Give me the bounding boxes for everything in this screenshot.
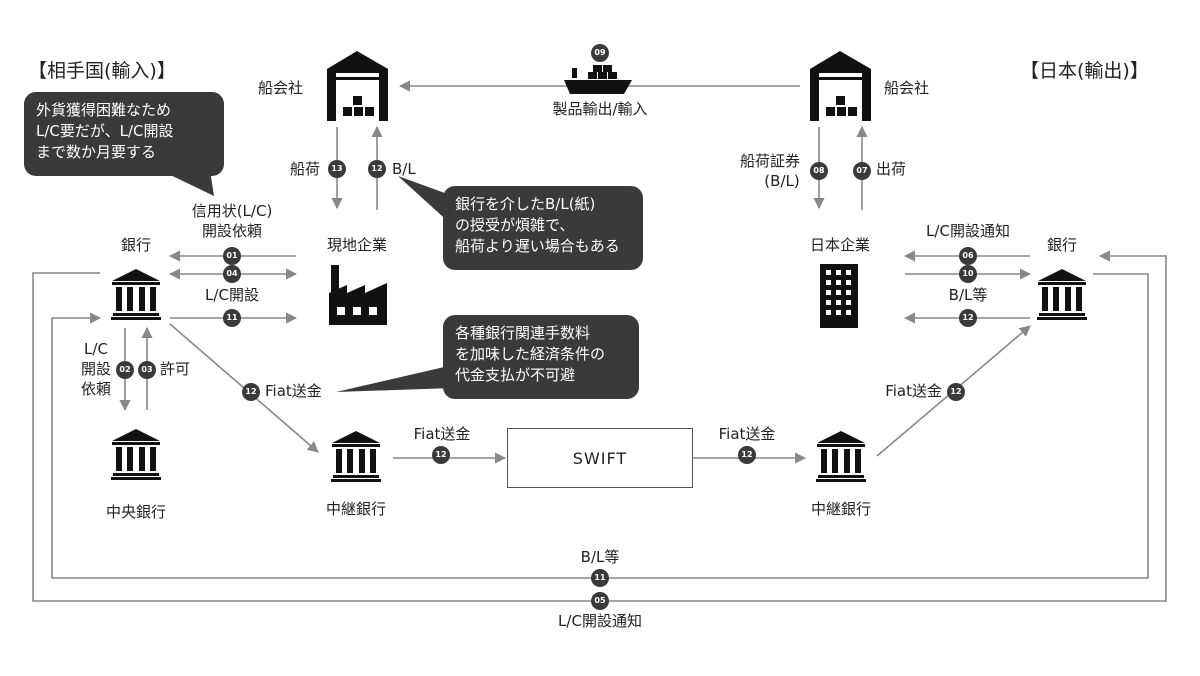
lc-req-central-line2: 開設 (80, 360, 112, 378)
step-badge: 12 (738, 446, 756, 464)
callout-fees-line: 各種銀行関連手数料 (455, 324, 591, 342)
bill-label-line1: 船荷証券 (739, 152, 801, 170)
bank-left-label: 銀行 (120, 236, 152, 254)
bank-right-label: 銀行 (1046, 236, 1078, 254)
export-import-label: 製品輸出/輸入 (552, 100, 648, 118)
relay-bank-left-label: 中継銀行 (325, 500, 387, 518)
lc-request-label-line2: 開設依頼 (201, 222, 263, 240)
bill-label-line2: (B/L) (764, 172, 800, 190)
fiat-3-label: Fiat送金 (718, 425, 776, 443)
bank-icon (331, 431, 381, 482)
fiat-2-label: Fiat送金 (413, 425, 471, 443)
step-badge: 12 (368, 160, 386, 178)
step-badge: 05 (591, 592, 609, 610)
bank-icon (111, 269, 161, 320)
cargo-label: 船荷 (289, 160, 320, 178)
bank-icon (816, 431, 866, 482)
step-badge: 03 (138, 361, 156, 379)
lc-req-central-line1: L/C (84, 340, 108, 358)
callout-bl-tail (398, 176, 453, 226)
step-badge: 11 (591, 569, 609, 587)
bank-icon (1037, 269, 1087, 320)
step-badge: 01 (223, 247, 241, 265)
bottom-notice-label: L/C開設通知 (558, 612, 642, 630)
bank-icon (111, 429, 161, 480)
lc-open-label: L/C開設 (205, 286, 259, 304)
callout-bl-paper: 銀行を介したB/L(紙) の授受が煩雑で、 船荷より遅い場合もある (443, 186, 643, 270)
callout-fees: 各種銀行関連手数料 を加味した経済条件の 代金支払が不可避 (443, 315, 639, 399)
japan-company-label: 日本企業 (809, 236, 871, 254)
callout-fx-line: まで数か月要する (36, 143, 157, 161)
step-badge: 12 (242, 383, 260, 401)
bl-etc-right-label: B/L等 (948, 286, 988, 304)
step-badge: 02 (116, 361, 134, 379)
step-badge: 07 (853, 162, 871, 180)
step-badge: 04 (223, 265, 241, 283)
local-company-label: 現地企業 (326, 236, 388, 254)
shipping-company-right-label: 船会社 (884, 79, 930, 97)
callout-bl-line: 銀行を介したB/L(紙) (455, 195, 596, 213)
bottom-bl-label: B/L等 (580, 548, 620, 566)
fiat-4-label: Fiat送金 (885, 382, 942, 400)
callout-fees-tail (336, 365, 453, 392)
shipment-label: 出荷 (876, 160, 907, 178)
step-badge: 12 (947, 383, 965, 401)
lc-req-central-line3: 依頼 (80, 380, 112, 398)
lc-request-label-line1: 信用状(L/C) (191, 202, 273, 220)
callout-fx-tail (160, 170, 214, 196)
permission-label: 許可 (160, 360, 191, 378)
step-badge: 11 (223, 309, 241, 327)
step-badge: 10 (959, 265, 977, 283)
callout-fx-line: 外貨獲得困難なため (36, 101, 172, 119)
warehouse-icon (810, 51, 871, 121)
step-badge: 09 (591, 44, 609, 62)
step-badge: 06 (959, 247, 977, 265)
central-bank-label: 中央銀行 (105, 503, 167, 521)
bl-label: B/L (392, 160, 416, 178)
callout-bl-line: 船荷より遅い場合もある (455, 237, 620, 255)
step-badge: 08 (810, 162, 828, 180)
step-badge: 12 (959, 309, 977, 327)
step-badge: 12 (432, 446, 450, 464)
callout-fees-line: 代金支払が不可避 (455, 366, 576, 384)
fiat-1-label: Fiat送金 (265, 382, 322, 400)
callout-fx: 外貨獲得困難なため L/C要だが、L/C開設 まで数か月要する (24, 92, 224, 176)
heading-export: 【日本(輸出)】 (1020, 60, 1149, 82)
office-building-icon (820, 264, 858, 328)
ship-icon (564, 65, 632, 94)
warehouse-icon (327, 51, 388, 121)
lc-notice-label: L/C開設通知 (926, 222, 1010, 240)
step-badge: 13 (328, 160, 346, 178)
shipping-company-left-label: 船会社 (258, 79, 304, 97)
callout-bl-line: の授受が煩雑で、 (455, 216, 575, 234)
heading-import: 【相手国(輸入)】 (28, 60, 176, 82)
relay-bank-right-label: 中継銀行 (810, 500, 872, 518)
swift-box: SWIFT (507, 428, 693, 488)
callout-fees-line: を加味した経済条件の (455, 345, 606, 363)
callout-fx-line: L/C要だが、L/C開設 (36, 122, 174, 140)
factory-icon (329, 265, 387, 325)
